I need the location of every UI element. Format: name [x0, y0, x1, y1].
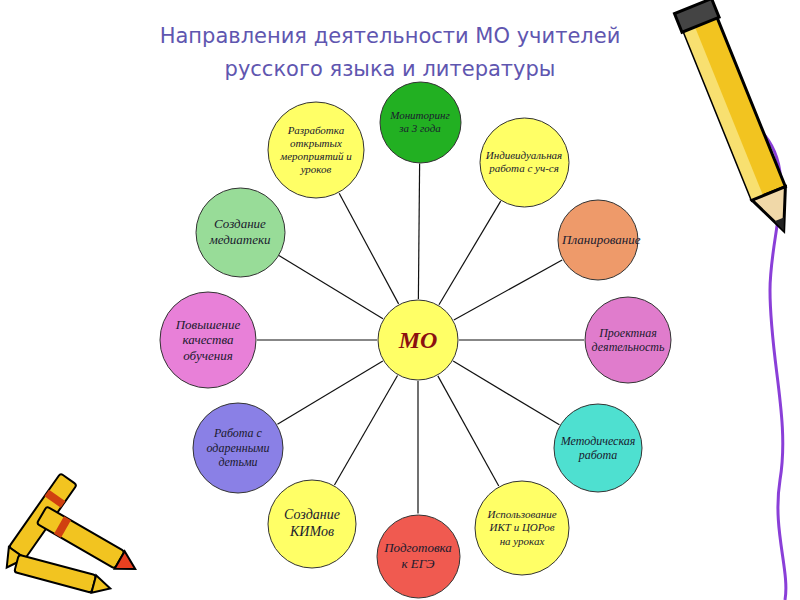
topic-label: Методическая работа — [560, 434, 636, 463]
circle-text: Создание медиатеки — [202, 216, 278, 247]
circle-text: Мониторинг за 3 года — [385, 109, 455, 135]
circle-text: Подготовка к ЕГЭ — [383, 540, 453, 571]
topic-circle: Индивидуальная работа с уч-ся — [479, 117, 570, 208]
topic-label: Подготовка к ЕГЭ — [383, 540, 453, 571]
center-circle: МО — [377, 299, 459, 381]
topic-circle: Планирование — [557, 199, 639, 281]
circle-text: Повышение качества обучения — [170, 317, 246, 364]
topic-label: МО — [399, 326, 438, 355]
connector-line — [257, 339, 377, 340]
diagram-title: Направления деятельности МО учителей рус… — [150, 20, 630, 86]
topic-label: Мониторинг за 3 года — [385, 109, 455, 135]
connector-line — [438, 376, 499, 486]
topic-label: Планирование — [562, 232, 634, 248]
circle-text: Методическая работа — [560, 434, 636, 463]
crayons — [0, 473, 140, 597]
topic-circle: Создание КИМов — [267, 479, 357, 569]
circle-text: Индивидуальная работа с уч-ся — [485, 149, 563, 175]
topic-label: Создание медиатеки — [202, 216, 278, 247]
circle-text: Разработка открытых мероприятий и уроков — [280, 124, 352, 177]
topic-label: Проектная деятельность — [591, 326, 665, 355]
pencil — [675, 0, 800, 238]
topic-label: Индивидуальная работа с уч-ся — [485, 149, 563, 175]
topic-label: Создание КИМов — [275, 507, 349, 541]
connector-line — [417, 381, 418, 514]
connector-line — [339, 193, 398, 304]
connector-line — [459, 339, 584, 340]
circle-text: Планирование — [562, 232, 634, 248]
topic-circle: Методическая работа — [553, 403, 643, 493]
topic-circle: Мониторинг за 3 года — [379, 81, 462, 164]
connector-line — [334, 376, 397, 485]
topic-label: Использование ИКТ и ЦОРов на уроках — [483, 508, 561, 548]
topic-circle: Разработка открытых мероприятий и уроков — [267, 101, 365, 199]
circle-text: Использование ИКТ и ЦОРов на уроках — [483, 508, 561, 548]
connector-line — [418, 163, 419, 299]
connector-line — [279, 256, 383, 319]
topic-label: Работа с одаренными детьми — [202, 426, 274, 469]
circle-text: Работа с одаренными детьми — [202, 426, 274, 469]
topic-label: Разработка открытых мероприятий и уроков — [280, 124, 352, 177]
topic-circle: Работа с одаренными детьми — [192, 402, 284, 494]
circle-text: Создание КИМов — [275, 507, 349, 541]
connector-line — [454, 260, 562, 320]
topic-circle: Подготовка к ЕГЭ — [376, 514, 461, 599]
circle-text: Проектная деятельность — [591, 326, 665, 355]
topic-circle: Создание медиатеки — [195, 187, 286, 278]
topic-circle: Проектная деятельность — [584, 296, 672, 384]
circle-text: МО — [399, 326, 438, 355]
topic-circle: Использование ИКТ и ЦОРов на уроках — [474, 480, 570, 576]
connector-line — [453, 361, 559, 425]
connector-line — [439, 201, 501, 305]
topic-label: Повышение качества обучения — [170, 317, 246, 364]
connector-line — [277, 361, 382, 424]
topic-circle: Повышение качества обучения — [159, 291, 257, 389]
